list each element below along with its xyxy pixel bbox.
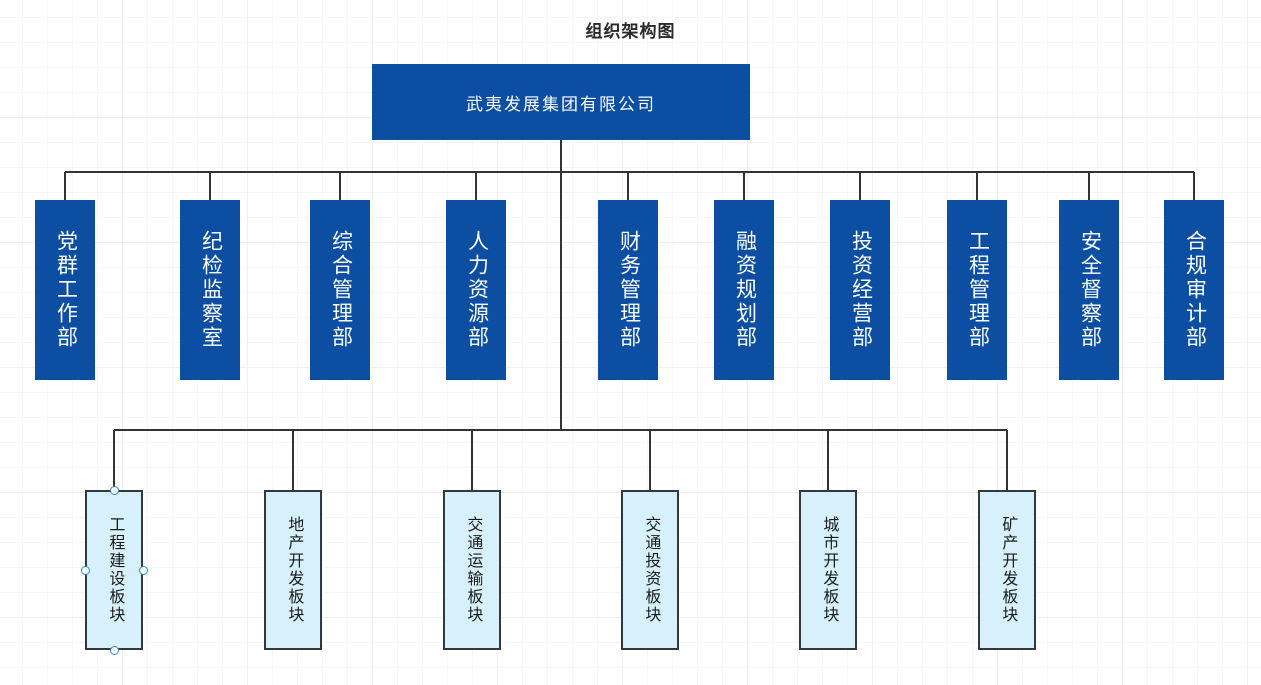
org-node-root-label: 武夷发展集团有限公司 — [466, 94, 656, 114]
org-node-department-label: 党群工作部 — [54, 230, 78, 350]
org-node-department[interactable]: 工程管理部 — [947, 200, 1007, 380]
org-node-department[interactable]: 人力资源部 — [446, 200, 506, 380]
org-node-department-label: 纪检监察室 — [199, 230, 223, 350]
org-node-department-label: 合规审计部 — [1183, 230, 1207, 350]
org-node-sector[interactable]: 交通运输板块 — [443, 490, 501, 650]
org-node-department[interactable]: 融资规划部 — [714, 200, 774, 380]
org-node-department[interactable]: 合规审计部 — [1164, 200, 1224, 380]
org-node-sector-label: 地产开发板块 — [285, 516, 303, 624]
org-node-department-label: 工程管理部 — [966, 230, 990, 350]
org-node-sector-label: 交通投资板块 — [642, 516, 660, 624]
org-node-sector[interactable]: 城市开发板块 — [799, 490, 857, 650]
org-node-sector[interactable]: 矿产开发板块 — [978, 490, 1036, 650]
org-node-department[interactable]: 综合管理部 — [310, 200, 370, 380]
page-title: 组织架构图 — [585, 22, 676, 41]
selection-handle-bottom[interactable] — [109, 645, 119, 655]
org-node-root[interactable]: 武夷发展集团有限公司 — [372, 64, 750, 140]
selection-handle-right[interactable] — [138, 565, 148, 575]
org-node-department-label: 融资规划部 — [733, 230, 757, 350]
org-node-department[interactable]: 财务管理部 — [598, 200, 658, 380]
org-node-department[interactable]: 安全督察部 — [1059, 200, 1119, 380]
selection-handle-left[interactable] — [80, 565, 90, 575]
org-node-department-label: 安全督察部 — [1078, 230, 1102, 350]
org-node-sector[interactable]: 地产开发板块 — [264, 490, 322, 650]
org-node-sector-label: 城市开发板块 — [820, 516, 838, 624]
org-node-department-label: 综合管理部 — [329, 230, 353, 350]
selection-handle-top[interactable] — [109, 485, 119, 495]
org-node-department-label: 人力资源部 — [465, 230, 489, 350]
org-node-department[interactable]: 党群工作部 — [35, 200, 95, 380]
org-node-sector-label: 工程建设板块 — [106, 516, 124, 624]
org-node-sector[interactable]: 工程建设板块 — [85, 490, 143, 650]
org-node-department-label: 投资经营部 — [849, 230, 873, 350]
org-node-sector-label: 交通运输板块 — [464, 516, 482, 624]
org-node-department-label: 财务管理部 — [617, 230, 641, 350]
org-node-sector-label: 矿产开发板块 — [999, 516, 1017, 624]
org-node-department[interactable]: 投资经营部 — [830, 200, 890, 380]
org-node-sector[interactable]: 交通投资板块 — [621, 490, 679, 650]
org-node-department[interactable]: 纪检监察室 — [180, 200, 240, 380]
